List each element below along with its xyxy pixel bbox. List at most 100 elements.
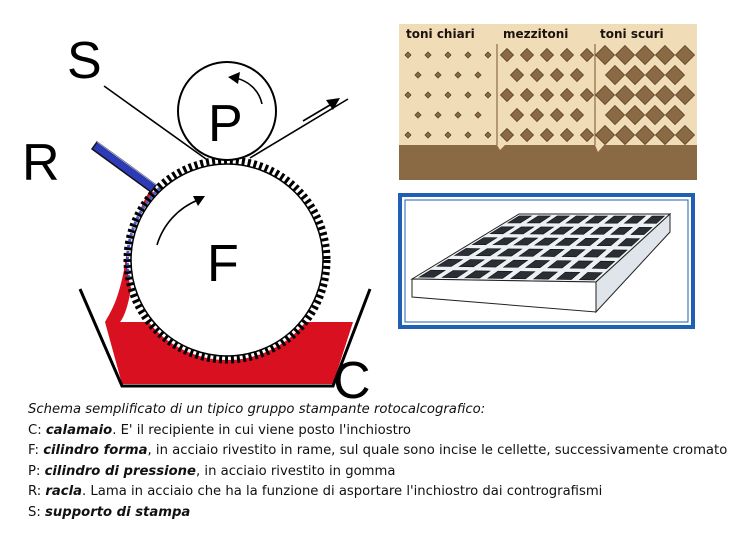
cell-3d — [623, 215, 647, 224]
cell-3d — [471, 237, 498, 245]
cell-structure-3d — [398, 193, 695, 329]
cell-3d — [458, 259, 486, 268]
cell-3d — [475, 248, 502, 257]
cell-3d — [575, 238, 600, 246]
cell-3d — [630, 227, 653, 235]
cell-3d — [596, 238, 620, 247]
engraved-cell — [519, 47, 535, 63]
form-arrowhead — [193, 196, 205, 206]
cells-base — [399, 145, 697, 180]
caption-term: cilindro di pressione — [44, 463, 197, 479]
rotogravure-diagram: S P R F C toni chiari mezzitoni toni scu… — [22, 24, 697, 400]
cell-3d — [513, 237, 539, 246]
engraved-cell — [444, 131, 452, 139]
caption-desc: , in acciaio rivestito in rame, sul qual… — [147, 443, 728, 459]
engraved-cell — [594, 124, 616, 146]
engraved-cell — [484, 91, 492, 99]
caption-item-s: S: supporto di stampa — [28, 503, 733, 524]
engraved-cell — [529, 107, 545, 123]
engraved-cell — [664, 104, 686, 126]
engraved-cell — [654, 84, 676, 106]
caption-term: calamaio — [45, 422, 113, 438]
engraved-cell — [634, 44, 656, 66]
engraved-cell — [404, 131, 412, 139]
caption-key: F: — [28, 443, 44, 459]
cell-3d — [509, 271, 536, 280]
engraved-cell — [644, 64, 666, 86]
engraved-cell — [519, 127, 535, 143]
cell-3d — [487, 270, 514, 279]
engraved-cell — [569, 67, 585, 83]
engraved-cell — [594, 84, 616, 106]
engraved-cell — [444, 91, 452, 99]
cell-3d — [529, 226, 555, 235]
label-r: R — [22, 134, 60, 192]
engraved-cell — [519, 87, 535, 103]
cell-3d — [532, 271, 559, 280]
engraved-cell — [464, 51, 472, 59]
engraved-cell — [484, 51, 492, 59]
cell-grid-3d — [418, 215, 666, 281]
engraved-cell — [539, 47, 555, 63]
cells-mid — [499, 47, 595, 143]
engraved-cell — [569, 107, 585, 123]
cell-3d — [589, 226, 614, 235]
engraved-cell — [464, 91, 472, 99]
cell-3d — [480, 259, 507, 268]
engraved-cell — [614, 44, 636, 66]
cell-3d — [582, 249, 607, 258]
caption-term: racla — [45, 484, 83, 500]
cell-3d — [496, 248, 523, 257]
cell-3d — [526, 215, 552, 224]
caption-key: R: — [28, 484, 46, 500]
caption-term: cilindro forma — [43, 443, 148, 459]
cell-3d — [539, 248, 565, 257]
cells-label-dark: toni scuri — [600, 27, 664, 41]
engraved-cell — [434, 71, 442, 79]
form-rotation-arrow — [156, 199, 199, 246]
engraved-cell — [549, 67, 565, 83]
engraved-cell — [664, 64, 686, 86]
engraved-cell — [424, 51, 432, 59]
caption: Schema semplificato di un tipico gruppo … — [28, 400, 733, 524]
cell-3d — [418, 269, 447, 278]
caption-title: Schema semplificato di un tipico gruppo … — [28, 402, 486, 417]
caption-key: C: — [28, 422, 46, 438]
engraved-cell — [509, 67, 525, 83]
form-cylinder-ink-coat — [125, 186, 162, 281]
cell-3d — [554, 237, 580, 246]
cell-3d — [435, 259, 464, 267]
engraved-cell — [434, 111, 442, 119]
cells-label-light: toni chiari — [406, 27, 475, 41]
caption-key: S: — [28, 504, 46, 520]
cells-label-mid: mezzitoni — [503, 27, 568, 41]
engraved-cell — [579, 87, 595, 103]
engraved-cell — [499, 47, 515, 63]
engraved-cell — [414, 71, 422, 79]
engraved-cell — [624, 64, 646, 86]
engraved-cell — [654, 44, 676, 66]
engraved-cell — [509, 107, 525, 123]
engraved-cell — [634, 84, 656, 106]
cell-3d — [549, 226, 575, 235]
cell-3d — [569, 226, 594, 235]
cell-3d — [643, 215, 666, 224]
engraved-cell — [644, 104, 666, 126]
engraved-cell — [559, 87, 575, 103]
engraved-cell — [484, 131, 492, 139]
cell-3d — [584, 215, 609, 224]
engraved-cell — [454, 71, 462, 79]
engraved-cell — [464, 131, 472, 139]
cell-3d — [604, 249, 628, 258]
cell-depth-panel: toni chiari mezzitoni toni scuri — [399, 24, 697, 180]
cell-3d — [591, 260, 616, 269]
engraved-cell — [614, 124, 636, 146]
cell-3d — [453, 248, 481, 256]
engraved-cell — [424, 91, 432, 99]
engraved-cell — [474, 111, 482, 119]
engraved-cell — [474, 71, 482, 79]
cell-3d — [617, 238, 641, 247]
engraved-cell — [414, 111, 422, 119]
engraved-cell — [444, 51, 452, 59]
caption-item-r: R: racla. Lama in acciaio che ha la funz… — [28, 482, 733, 503]
